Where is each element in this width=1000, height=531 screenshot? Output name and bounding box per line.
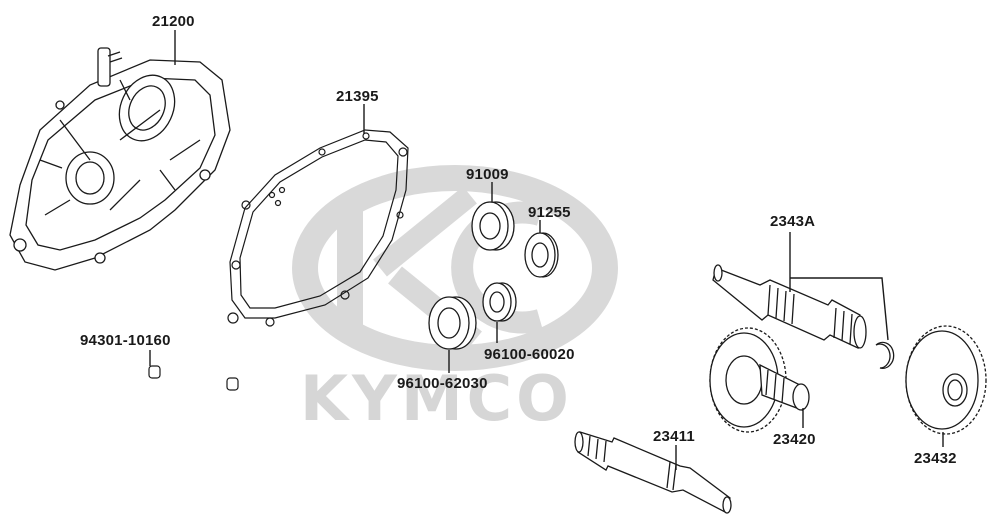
- dowel-pin-drawing: [148, 365, 239, 391]
- bearing-96100-62030-drawing: [428, 296, 477, 350]
- label-counter-shaft-set: 2343A: [770, 213, 816, 230]
- label-bearing-small: 96100-60020: [484, 346, 575, 363]
- label-bearing-upper: 91009: [466, 166, 509, 183]
- label-dowel-pin: 94301-10160: [80, 332, 171, 349]
- crankcase-cover-drawing: [9, 47, 231, 271]
- counter-gear-drawing: [709, 327, 810, 433]
- label-drive-shaft: 23411: [653, 428, 695, 445]
- kymco-watermark-text: KYMCO: [300, 362, 573, 435]
- final-gear-drawing: [905, 325, 987, 435]
- label-final-gear: 23432: [914, 450, 957, 467]
- leader-lines: [149, 30, 944, 470]
- label-counter-gear: 23420: [773, 431, 816, 448]
- bearing-91009-drawing: [471, 201, 515, 251]
- label-crankcase-cover: 21200: [152, 13, 195, 30]
- label-oil-seal: 91255: [528, 204, 571, 221]
- label-bearing-lower: 96100-62030: [397, 375, 488, 392]
- bearing-96100-60020-drawing: [482, 282, 517, 322]
- counter-shaft-drawing: [712, 264, 895, 370]
- oil-seal-91255-drawing: [524, 232, 559, 278]
- gasket-drawing: [227, 129, 409, 327]
- drive-shaft-drawing: [574, 431, 732, 514]
- label-gasket: 21395: [336, 88, 379, 105]
